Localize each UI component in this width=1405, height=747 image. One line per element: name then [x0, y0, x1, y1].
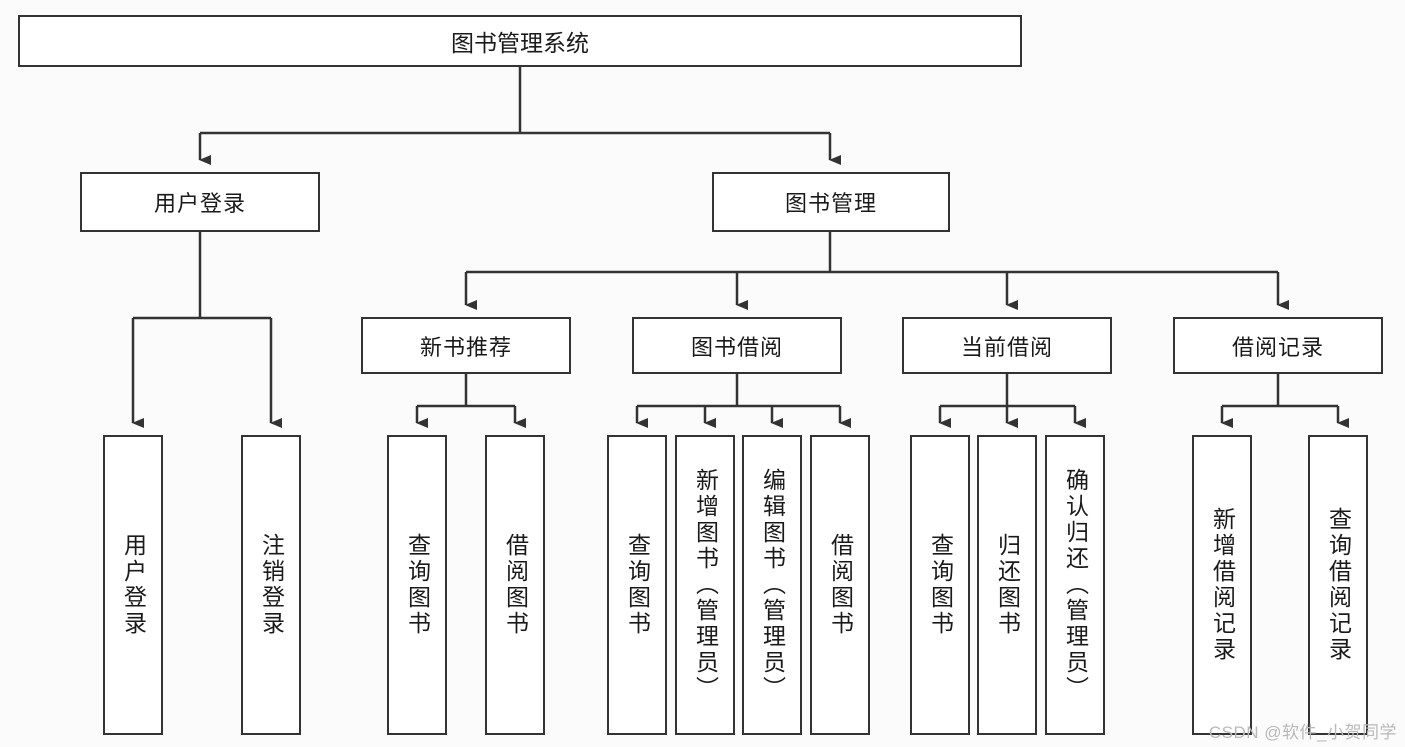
- node-label: 查询图书: [404, 533, 431, 637]
- node-label: 归还图书: [994, 533, 1021, 637]
- node-book-management[interactable]: 图书管理: [712, 172, 950, 232]
- leaf-record-add-record[interactable]: 新增借阅记录: [1192, 435, 1252, 735]
- leaf-user-login[interactable]: 用户登录: [103, 435, 163, 735]
- node-label: 图书管理: [784, 191, 877, 216]
- node-user-login[interactable]: 用户登录: [80, 172, 320, 232]
- node-label: 借阅图书: [502, 533, 529, 637]
- leaf-borrow-query-book[interactable]: 查询图书: [607, 435, 667, 735]
- leaf-current-return-book[interactable]: 归还图书: [977, 435, 1037, 735]
- leaf-borrow-borrow-book[interactable]: 借阅图书: [810, 435, 870, 735]
- node-label: 用户登录: [120, 533, 147, 637]
- node-label: 新增图书（管理员）: [692, 468, 719, 702]
- csdn-watermark: CSDN @软件_小贺同学: [1208, 723, 1397, 742]
- node-label: 图书借阅: [690, 334, 783, 360]
- node-label: 编辑图书（管理员）: [759, 468, 786, 702]
- leaf-newbook-query-book[interactable]: 查询图书: [387, 435, 447, 735]
- leaf-user-logout[interactable]: 注销登录: [241, 435, 301, 735]
- leaf-borrow-add-book-admin[interactable]: 新增图书（管理员）: [675, 435, 735, 735]
- leaf-current-confirm-return-admin[interactable]: 确认归还（管理员）: [1045, 435, 1105, 735]
- node-label: 用户登录: [153, 191, 246, 216]
- leaf-current-query-book[interactable]: 查询图书: [910, 435, 970, 735]
- node-label: 借阅记录: [1231, 334, 1324, 360]
- leaf-borrow-edit-book-admin[interactable]: 编辑图书（管理员）: [742, 435, 802, 735]
- node-new-book-recommend[interactable]: 新书推荐: [361, 317, 571, 374]
- node-label: 注销登录: [258, 533, 285, 637]
- node-label: 新增借阅记录: [1209, 507, 1236, 663]
- node-label: 图书管理系统: [451, 30, 589, 56]
- node-label: 查询借阅记录: [1325, 507, 1352, 663]
- node-root-system[interactable]: 图书管理系统: [18, 15, 1022, 67]
- node-borrow-record[interactable]: 借阅记录: [1173, 317, 1383, 374]
- node-book-borrow[interactable]: 图书借阅: [632, 317, 842, 374]
- node-label: 借阅图书: [827, 533, 854, 637]
- node-label: 确认归还（管理员）: [1062, 468, 1089, 702]
- node-label: 当前借阅: [960, 334, 1053, 360]
- leaf-record-query-record[interactable]: 查询借阅记录: [1308, 435, 1368, 735]
- node-current-borrow[interactable]: 当前借阅: [902, 317, 1112, 374]
- node-label: 新书推荐: [419, 334, 512, 360]
- node-label: 查询图书: [624, 533, 651, 637]
- node-label: 查询图书: [927, 533, 954, 637]
- leaf-newbook-borrow-book[interactable]: 借阅图书: [485, 435, 545, 735]
